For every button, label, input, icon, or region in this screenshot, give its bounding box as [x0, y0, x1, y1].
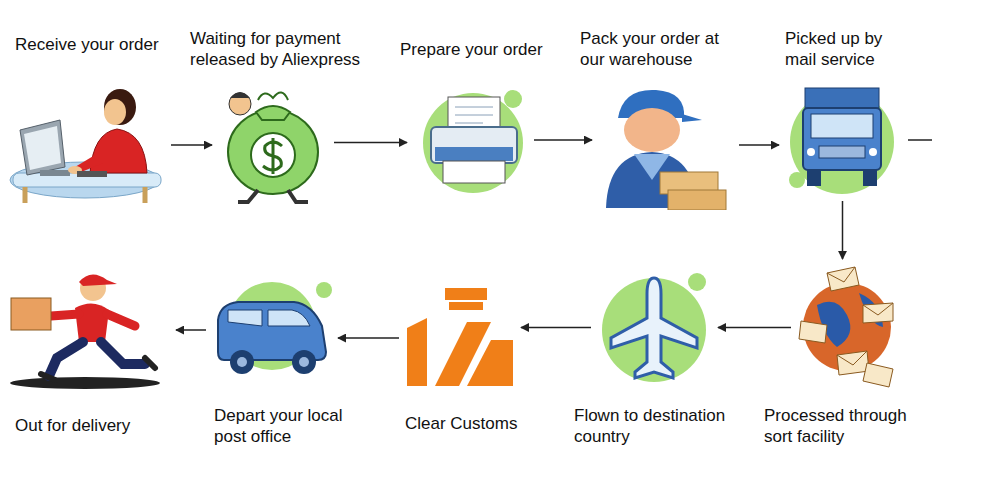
step-label: Out for delivery — [15, 415, 169, 436]
step-label: Depart your local post office — [214, 405, 352, 447]
step-icon — [218, 80, 328, 205]
step-label: Processed through sort facility — [764, 405, 926, 447]
process-step: Picked up by mail service — [783, 28, 905, 200]
process-step: Waiting for payment released by Aliexpre… — [188, 28, 392, 210]
process-step: Clear Customs — [403, 288, 537, 438]
process-step: Out for delivery — [5, 268, 173, 440]
flow-arrow — [338, 337, 399, 339]
step-label: Picked up by mail service — [785, 28, 897, 70]
step-label: Waiting for payment released by Aliexpre… — [190, 28, 390, 70]
flow-arrow — [534, 139, 592, 141]
process-step: Depart your local post office — [212, 280, 354, 452]
process-step: Pack your order at our warehouse — [578, 28, 740, 216]
flow-arrow — [739, 144, 779, 146]
step-icon — [5, 85, 165, 205]
step-label: Prepare your order — [400, 39, 560, 60]
step-icon — [597, 270, 712, 385]
flow-arrow — [842, 201, 844, 259]
step-icon — [785, 80, 900, 195]
step-icon — [413, 85, 528, 195]
step-icon — [5, 268, 170, 393]
step-icon — [598, 80, 733, 210]
step-label: Clear Customs — [405, 413, 535, 434]
flow-arrow — [334, 142, 407, 144]
step-label: Flown to destination country — [574, 405, 748, 447]
process-step: Receive your order — [5, 30, 177, 210]
flow-arrow — [718, 327, 791, 329]
flow-arrow — [171, 144, 212, 146]
flow-arrow — [176, 329, 206, 331]
process-step: Prepare your order — [398, 35, 563, 197]
process-step: Processed through sort facility — [762, 265, 930, 457]
flow-arrow — [521, 327, 591, 329]
step-label: Pack your order at our warehouse — [580, 28, 724, 70]
process-step: Flown to destination country — [572, 270, 750, 452]
stray-line — [908, 139, 932, 141]
step-icon — [797, 265, 897, 390]
step-icon — [212, 280, 332, 380]
step-icon — [405, 288, 515, 388]
step-label: Receive your order — [15, 34, 175, 55]
